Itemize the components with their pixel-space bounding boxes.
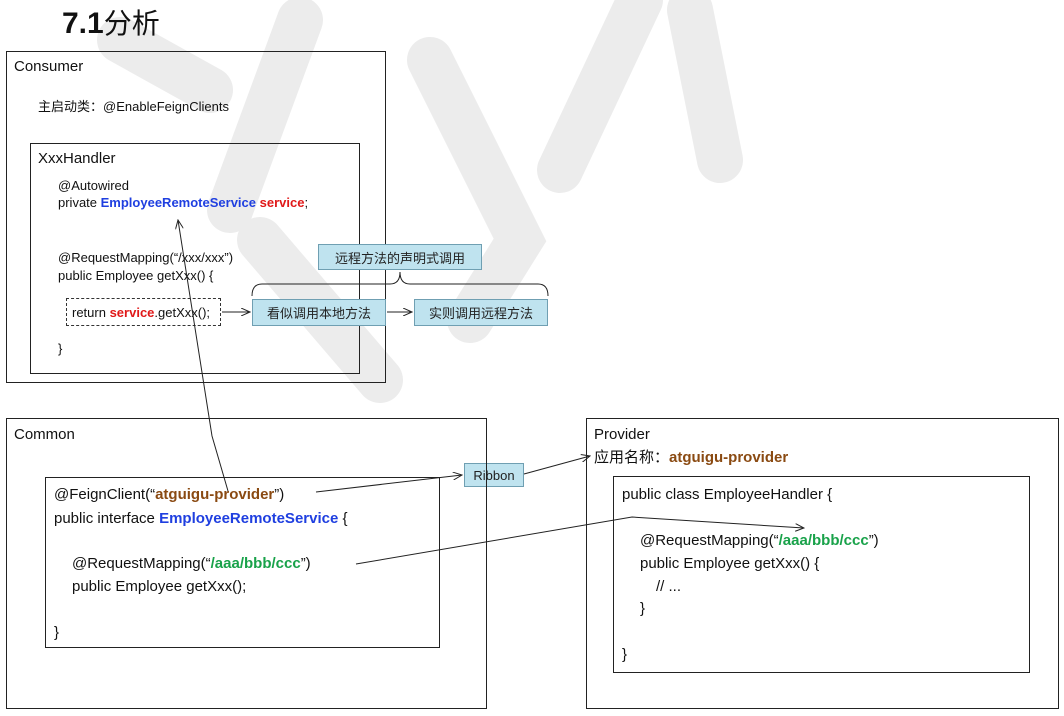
service-field: private EmployeeRemoteService service; bbox=[58, 195, 309, 210]
feign-client-annotation: @FeignClient(“atguigu-provider”) bbox=[54, 486, 285, 503]
provider-inner-close: } bbox=[640, 600, 646, 617]
common-label: Common bbox=[14, 426, 75, 443]
page-title: 7.1分析 bbox=[62, 7, 160, 40]
tag-ribbon: Ribbon bbox=[464, 463, 524, 487]
consumer-label: Consumer bbox=[14, 58, 84, 75]
arrow-feign-to-service bbox=[178, 220, 229, 492]
handler-method-sig: public Employee getXxx() { bbox=[58, 268, 214, 283]
common-box bbox=[6, 418, 487, 709]
provider-box bbox=[586, 418, 1059, 709]
provider-class-sig: public class EmployeeHandler { bbox=[622, 486, 833, 503]
brace-remote-declarative bbox=[251, 271, 549, 297]
handler-request-mapping: @RequestMapping(“/xxx/xxx”) bbox=[58, 250, 234, 265]
return-statement-box bbox=[66, 298, 221, 326]
handler-close-brace: } bbox=[58, 341, 63, 356]
handler-label: XxxHandler bbox=[38, 150, 116, 167]
provider-app-name: 应用名称：atguigu-provider bbox=[594, 448, 789, 466]
provider-outer-close: } bbox=[622, 646, 628, 663]
common-request-mapping: @RequestMapping(“/aaa/bbb/ccc”) bbox=[72, 555, 311, 572]
main-class-line: 主启动类：@EnableFeignClients bbox=[38, 99, 229, 115]
arrow-mapping-to-provider bbox=[355, 516, 804, 565]
tag-looks-local: 看似调用本地方法 bbox=[252, 299, 386, 326]
provider-handler-box bbox=[613, 476, 1030, 673]
provider-label: Provider bbox=[594, 426, 650, 443]
provider-method-sig: public Employee getXxx() { bbox=[640, 555, 820, 572]
arrow-ribbon-to-provider bbox=[523, 456, 590, 475]
arrow-feign-to-ribbon bbox=[315, 475, 462, 493]
common-interface-box bbox=[45, 477, 440, 648]
common-method-sig: public Employee getXxx(); bbox=[72, 578, 247, 595]
autowired-annotation: @Autowired bbox=[58, 178, 130, 193]
tag-actually-remote: 实则调用远程方法 bbox=[414, 299, 548, 326]
remote-interface-sig: public interface EmployeeRemoteService { bbox=[54, 510, 348, 527]
tag-remote-declarative: 远程方法的声明式调用 bbox=[318, 244, 482, 270]
provider-comment: // ... bbox=[656, 578, 682, 595]
provider-request-mapping: @RequestMapping(“/aaa/bbb/ccc”) bbox=[640, 532, 879, 549]
common-close-brace: } bbox=[54, 624, 60, 641]
consumer-box bbox=[6, 51, 386, 383]
return-statement: return service.getXxx(); bbox=[72, 305, 211, 320]
